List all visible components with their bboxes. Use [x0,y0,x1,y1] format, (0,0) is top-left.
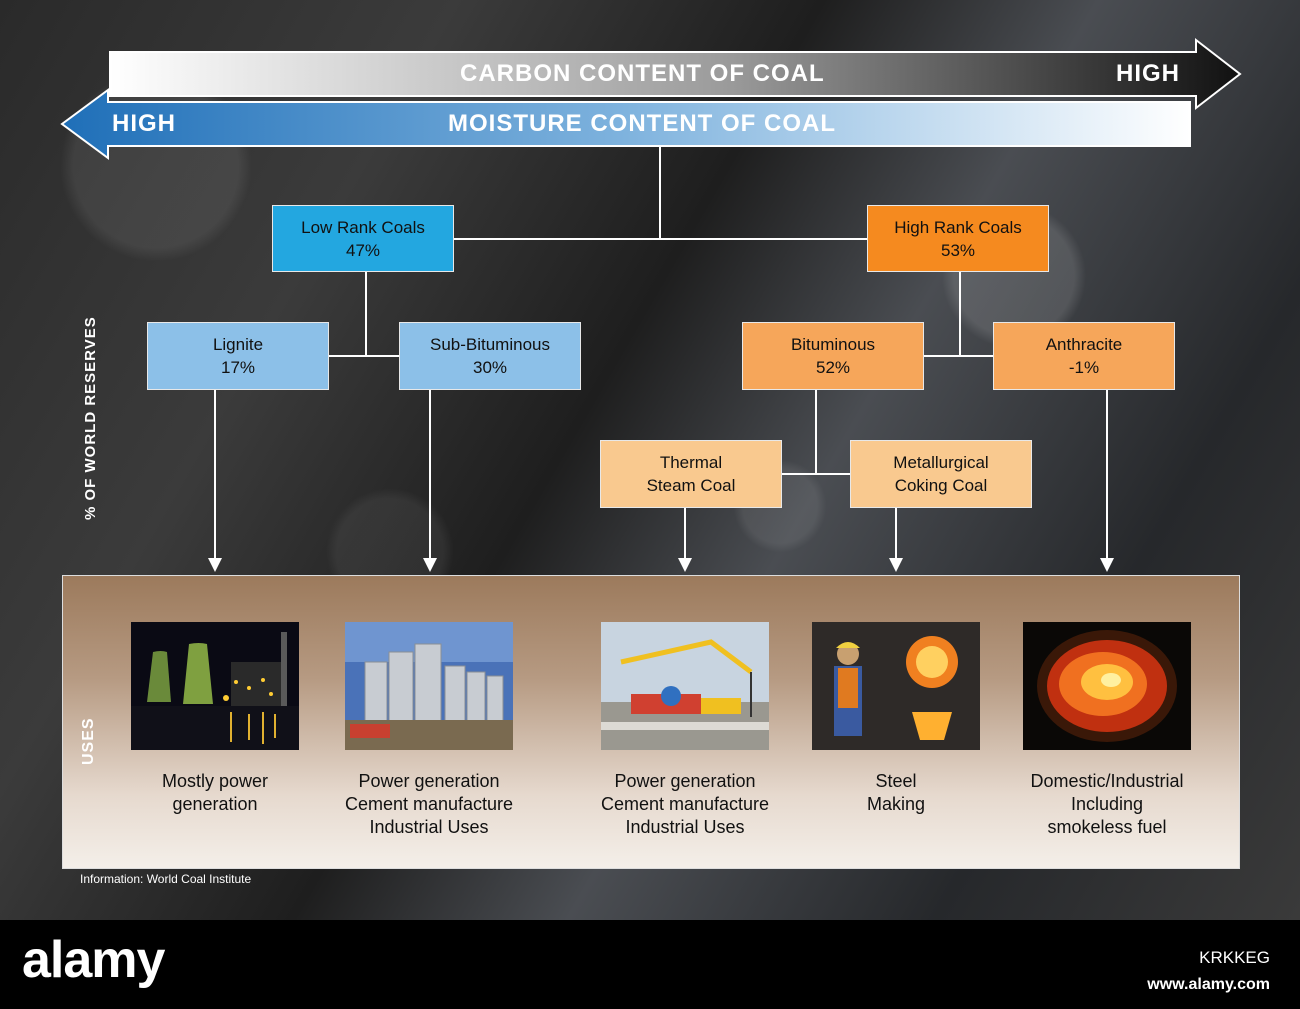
use-text-lignite: Mostly power generation [115,770,315,816]
use-line: Including [1070,794,1144,814]
high-rank-value: 53% [940,240,976,260]
sub-bituminous-box: Sub-Bituminous 30% [399,322,581,390]
moisture-arrow [60,88,1191,160]
use-line: Making [866,794,926,814]
bituminous-name: Bituminous [790,335,876,354]
use-line: Domestic/Industrial [1030,771,1184,791]
thermal-box: Thermal Steam Coal [600,440,782,508]
high-rank-name: High Rank Coals [894,217,1022,237]
metallurgical-box: Metallurgical Coking Coal [850,440,1032,508]
uses-label: USES [80,717,97,765]
carbon-high-label: HIGH [1116,60,1180,87]
watermark-bar: alamy KRKKEG www.alamy.com [0,920,1300,1009]
use-line: Power generation [614,771,756,791]
use-text-sub-bituminous: Power generation Cement manufacture Indu… [319,770,539,839]
reserves-axis-label: % OF WORLD RESERVES [82,316,99,520]
anthracite-name: Anthracite [1045,335,1123,354]
use-line: Industrial Uses [369,817,489,837]
low-rank-value: 47% [345,240,381,260]
use-line: Mostly power [161,771,269,791]
anthracite-box: Anthracite -1% [993,322,1175,390]
source-credit: Information: World Coal Institute [80,872,252,886]
use-line: Steel [875,771,917,791]
cement-silos-image [345,622,513,750]
metallurgical-line2: Coking Coal [894,476,988,495]
sub-bituminous-name: Sub-Bituminous [429,335,550,354]
fire-image [1023,622,1191,750]
use-line: Industrial Uses [625,817,745,837]
watermark-url: www.alamy.com [1147,976,1270,993]
anthracite-value: -1% [1068,358,1100,377]
use-text-metallurgical: Steel Making [816,770,976,816]
connector-lines [208,147,1114,572]
use-line: Cement manufacture [344,794,514,814]
low-rank-name: Low Rank Coals [301,217,425,237]
lignite-value: 17% [220,358,256,377]
low-rank-box: Low Rank Coals 47% [272,205,454,272]
watermark-logo: alamy [22,931,165,989]
thermal-line2: Steam Coal [646,476,736,495]
bituminous-box: Bituminous 52% [742,322,924,390]
use-text-thermal: Power generation Cement manufacture Indu… [575,770,795,839]
metallurgical-line1: Metallurgical [893,453,989,472]
use-line: smokeless fuel [1047,817,1167,837]
moisture-label: MOISTURE CONTENT OF COAL [448,110,836,137]
use-line: Power generation [358,771,500,791]
high-rank-box: High Rank Coals 53% [867,205,1049,272]
power-plant-image [131,622,299,750]
use-line: Cement manufacture [600,794,770,814]
steel-furnace-image [812,622,980,750]
thermal-line1: Thermal [659,453,723,472]
lignite-name: Lignite [212,335,264,354]
watermark-id: KRKKEG [1199,948,1270,967]
use-text-anthracite: Domestic/Industrial Including smokeless … [1002,770,1212,839]
carbon-label: CARBON CONTENT OF COAL [460,60,825,87]
moisture-high-label: HIGH [112,110,176,137]
arrows-and-connectors [60,37,1242,572]
lignite-box: Lignite 17% [147,322,329,390]
carbon-arrow [109,37,1242,111]
use-line: generation [172,794,258,814]
sub-bituminous-value: 30% [472,358,508,377]
concrete-pump-image [601,622,769,750]
bituminous-value: 52% [815,358,851,377]
